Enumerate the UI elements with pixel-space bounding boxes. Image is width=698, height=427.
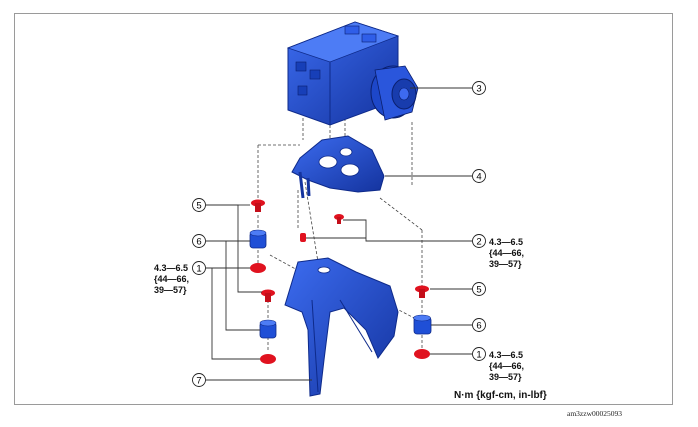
torque-line-3: 39—57}: [489, 372, 522, 382]
callout-3: 3: [472, 81, 486, 95]
svg-text:6: 6: [196, 237, 201, 248]
figure-id: am3zzw00025093: [567, 409, 622, 418]
washer-upper-left: [250, 263, 266, 273]
mounting-bracket: [284, 257, 399, 397]
torque-spec-callout-1-left: 4.3—6.5 {44—66, 39—57}: [154, 263, 189, 296]
bolt-lower-left: [261, 289, 275, 302]
callout-6-right: 6: [472, 318, 486, 332]
torque-line-3: 39—57}: [154, 285, 187, 295]
callout-4: 4: [472, 169, 486, 183]
svg-text:1: 1: [196, 264, 201, 275]
callout-1-left: 1: [192, 261, 206, 275]
diagram-frame: [14, 13, 673, 405]
washer-right: [414, 349, 430, 359]
callout-7: 7: [192, 373, 206, 387]
torque-line-1: 4.3—6.5: [154, 263, 189, 273]
torque-line-2: {44—66,: [489, 361, 525, 371]
svg-text:1: 1: [476, 350, 481, 361]
bushing-upper-left: [249, 229, 267, 249]
callout-6-left: 6: [192, 234, 206, 248]
svg-text:4: 4: [476, 172, 481, 183]
hydraulic-unit: [286, 21, 419, 126]
svg-text:2: 2: [476, 237, 481, 248]
svg-text:7: 7: [196, 376, 201, 387]
bolt-right: [415, 285, 429, 298]
callout-5-right: 5: [472, 282, 486, 296]
bolt-upper-left: [251, 199, 265, 212]
svg-text:3: 3: [476, 84, 481, 95]
svg-text:6: 6: [476, 321, 481, 332]
callout-5-left: 5: [192, 198, 206, 212]
torque-line-1: 4.3—6.5: [489, 350, 524, 360]
leader-lines: [206, 87, 472, 381]
callout-2: 2: [472, 234, 486, 248]
washer-lower-left: [260, 354, 276, 364]
fasteners: [250, 199, 430, 364]
torque-units-label: N·m {kgf-cm, in-lbf}: [454, 390, 547, 401]
bushings: [249, 229, 432, 339]
nut-bracket-right: [334, 214, 344, 224]
torque-spec-callout-2: 4.3—6.5 {44—66, 39—57}: [489, 237, 524, 270]
unit-bracket: [291, 135, 385, 199]
svg-text:5: 5: [196, 201, 201, 212]
bushing-lower-left: [259, 319, 277, 339]
torque-line-1: 4.3—6.5: [489, 237, 524, 247]
torque-line-2: {44—66,: [489, 248, 525, 258]
torque-spec-callout-1-right: 4.3—6.5 {44—66, 39—57}: [489, 350, 524, 383]
callout-1-right: 1: [472, 347, 486, 361]
torque-line-3: 39—57}: [489, 259, 522, 269]
bushing-right: [413, 314, 432, 335]
svg-text:5: 5: [476, 285, 481, 296]
torque-line-2: {44—66,: [154, 274, 190, 284]
nut-bracket-left: [300, 233, 306, 242]
